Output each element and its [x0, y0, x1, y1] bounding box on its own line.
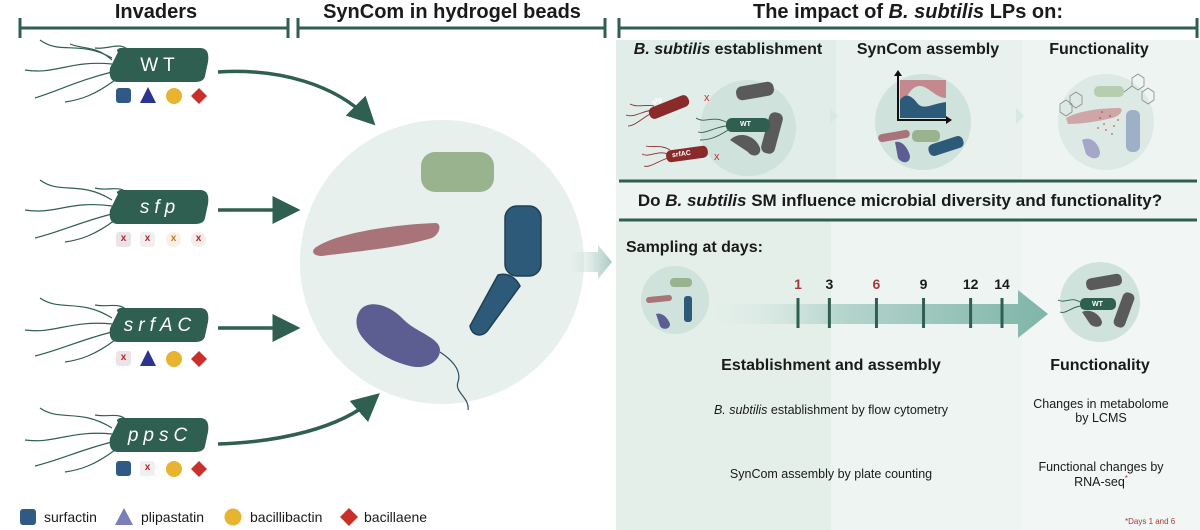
impact-header: The impact of B. subtilis LPs on:: [752, 1, 1064, 23]
panel-chevron: [830, 108, 838, 124]
strain-label-sfp: sfp: [139, 197, 181, 218]
assembly-subheader: SynCom assembly: [856, 41, 1000, 58]
absent-surfactin-x: x: [120, 352, 127, 363]
wt-cell-label: WT: [740, 121, 751, 128]
assembly-illustration: [875, 70, 971, 170]
svg-text:x: x: [704, 92, 710, 104]
functionality-subheader: Functionality: [1049, 41, 1149, 58]
bead-to-timeline-arrow: [568, 245, 612, 279]
legend-glyphs: [20, 508, 358, 526]
timeline-day-label: 9: [919, 276, 928, 292]
legend-bacillaene: bacillaene: [364, 509, 428, 525]
strain-label-wt: WT: [140, 55, 180, 76]
functionality-title: Functionality: [1050, 357, 1150, 374]
strain-label-srfac: srfAC: [123, 315, 197, 336]
establishment-method: B. subtilis establishment by flow cytome…: [713, 403, 949, 417]
strain-markers: [116, 87, 207, 477]
timeline-ticks: [796, 298, 1004, 328]
establishment-illustration: x x: [625, 80, 796, 176]
assembly-column-bg: [616, 220, 831, 530]
end-bead: [1057, 262, 1140, 342]
syncom-header: SynCom in hydrogel beads: [323, 1, 581, 23]
flagella: [24, 39, 131, 473]
metabolome-method-line1: Changes in metabolome: [1033, 397, 1169, 411]
research-question: Do B. subtilis SM influence microbial di…: [637, 191, 1163, 210]
header-rules: [18, 18, 1199, 222]
strain-bodies: [109, 48, 209, 452]
strain-arrows: [217, 69, 380, 446]
establishment-assembly-title: Establishment and assembly: [721, 357, 941, 374]
timeline-day-label: 3: [825, 276, 834, 292]
legend-surfactin: surfactin: [44, 509, 97, 525]
timeline-day-label: 6: [872, 276, 881, 292]
legend-bacillibactin: bacillibactin: [250, 509, 323, 525]
absent-surfactin-x: x: [120, 233, 127, 244]
functionality-illustration: [1058, 73, 1155, 170]
end-bead-wt-label: WT: [1092, 301, 1103, 308]
footnote: *Days 1 and 6: [1125, 517, 1176, 526]
panel-chevron: [1016, 108, 1024, 124]
legend-plipastatin: plipastatin: [141, 509, 205, 525]
start-bead: [641, 266, 709, 334]
rnaseq-method-line1: Functional changes by: [1038, 460, 1164, 474]
invaders-header: Invaders: [114, 1, 198, 23]
strain-label-ppsc: ppsC: [127, 425, 193, 446]
establishment-subheader: B. subtilis establishment: [633, 41, 823, 58]
metabolome-method-line2: by LCMS: [1075, 411, 1127, 425]
absent-plipastatin-x: x: [144, 233, 151, 244]
sampling-title: Sampling at days:: [626, 239, 763, 256]
timeline-arrow: [708, 290, 1048, 338]
absent-bacillibactin-x: x: [170, 233, 177, 244]
assembly-method: SynCom assembly by plate counting: [729, 467, 933, 481]
absent-bacillaene-x: x: [195, 233, 202, 244]
absent-plipastatin-x: x: [144, 462, 151, 473]
timeline-day-label: 1: [794, 276, 802, 292]
bead-cells: [313, 152, 542, 411]
svg-text:x: x: [714, 151, 720, 163]
timeline-day-label: 12: [962, 276, 979, 292]
timeline-day-label: 14: [994, 276, 1010, 292]
rnaseq-method-line2: RNA-seq*: [1074, 474, 1128, 490]
